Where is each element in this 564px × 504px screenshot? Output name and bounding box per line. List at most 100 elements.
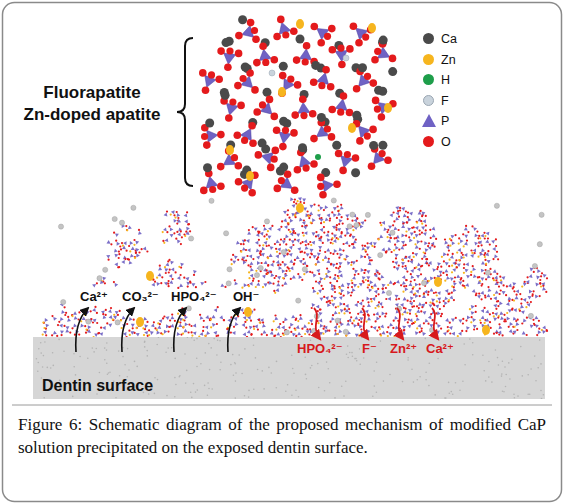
oxygen-dot (344, 235, 346, 237)
oxygen-dot (454, 276, 456, 278)
phosphate-unit (341, 289, 345, 293)
fluorine-atom (343, 55, 349, 61)
phosphate-unit (313, 289, 317, 293)
oxygen-dot (462, 318, 464, 320)
oxygen-dot (132, 327, 134, 329)
phosphate-unit (508, 309, 512, 313)
zinc-dot (470, 271, 472, 273)
oxygen-atom (310, 135, 318, 143)
phosphate-unit (458, 281, 462, 285)
oxygen-dot (266, 234, 268, 236)
zinc-dot (234, 314, 236, 316)
oxygen-atom (199, 69, 207, 77)
calcium-atom (222, 38, 231, 47)
phosphate-unit (339, 219, 343, 223)
oxygen-dot (289, 327, 291, 329)
zinc-dot (80, 320, 82, 322)
oxygen-dot (367, 286, 369, 288)
oxygen-dot (455, 259, 457, 261)
phosphate-unit (369, 288, 373, 292)
oxygen-atom (251, 86, 259, 94)
phosphate-unit (170, 261, 174, 265)
oxygen-atom (231, 154, 238, 161)
oxygen-dot (402, 222, 404, 224)
phosphate-unit (373, 283, 377, 287)
phosphate-unit (212, 315, 216, 318)
phosphate-unit (333, 239, 337, 243)
phosphate-unit (185, 322, 189, 326)
phosphate-unit (165, 262, 169, 266)
ion-dot (354, 222, 359, 227)
phosphate-unit (465, 262, 469, 266)
oxygen-atom (335, 150, 343, 158)
oxygen-dot (138, 229, 140, 231)
oxygen-dot (303, 202, 305, 204)
oxygen-atom (364, 73, 371, 80)
phosphate-unit (279, 266, 283, 270)
phosphate-unit (102, 277, 106, 281)
oxygen-dot (408, 236, 410, 238)
oxygen-atom (215, 75, 223, 83)
zinc-dot (156, 277, 158, 279)
phosphate-unit (304, 239, 308, 243)
oxygen-dot (366, 254, 368, 256)
phosphate-tetrahedron (323, 180, 334, 192)
oxygen-dot (311, 222, 313, 224)
phosphate-unit (480, 252, 484, 256)
oxygen-dot (115, 240, 117, 242)
phosphate-unit (453, 288, 457, 292)
phosphate-unit (346, 255, 350, 259)
oxygen-dot (440, 266, 442, 268)
oxygen-dot (159, 265, 161, 267)
oxygen-dot (329, 300, 331, 302)
phosphate-unit (277, 276, 281, 280)
oxygen-dot (531, 295, 533, 297)
phosphate-unit (184, 329, 188, 333)
calcium-atom (351, 168, 360, 177)
phosphate-unit (256, 256, 260, 260)
phosphate-unit (324, 255, 328, 259)
phosphate-unit (264, 241, 268, 245)
oxygen-dot (497, 305, 499, 307)
oxygen-atom (355, 39, 363, 47)
phosphate-unit (53, 317, 57, 321)
phosphate-unit (275, 317, 279, 321)
oxygen-atom (371, 56, 379, 64)
oxygen-dot (260, 250, 262, 252)
oxygen-dot (188, 324, 190, 326)
oxygen-dot (266, 269, 268, 271)
zinc-dot (177, 327, 179, 329)
oxygen-dot (343, 243, 345, 245)
zinc-dot (338, 210, 340, 212)
oxygen-atom (271, 113, 279, 121)
phosphate-unit (423, 254, 427, 258)
phosphate-unit (276, 332, 280, 336)
oxygen-dot (303, 219, 305, 221)
oxygen-dot (96, 282, 98, 284)
phosphate-unit (237, 311, 241, 315)
oxygen-dot (370, 298, 372, 300)
phosphate-unit (367, 330, 371, 334)
oxygen-dot (275, 248, 277, 250)
oxygen-dot (51, 334, 53, 336)
phosphate-unit (480, 277, 484, 281)
phosphate-unit (291, 240, 295, 244)
phosphate-unit (282, 240, 286, 244)
oxygen-dot (462, 254, 464, 256)
oxygen-dot (413, 300, 415, 302)
zinc-dot (344, 308, 346, 310)
oxygen-dot (406, 271, 408, 273)
oxygen-dot (126, 250, 128, 252)
oxygen-atom (352, 154, 360, 162)
phosphate-unit (271, 273, 275, 277)
phosphate-unit (404, 255, 408, 259)
oxygen-dot (526, 301, 528, 303)
oxygen-dot (322, 288, 324, 290)
phosphate-unit (247, 231, 251, 235)
phosphate-unit (415, 331, 419, 335)
calcium-atom (279, 62, 288, 71)
oxygen-dot (186, 211, 188, 213)
oxygen-dot (444, 238, 446, 240)
oxygen-dot (263, 235, 265, 237)
oxygen-dot (312, 287, 314, 289)
